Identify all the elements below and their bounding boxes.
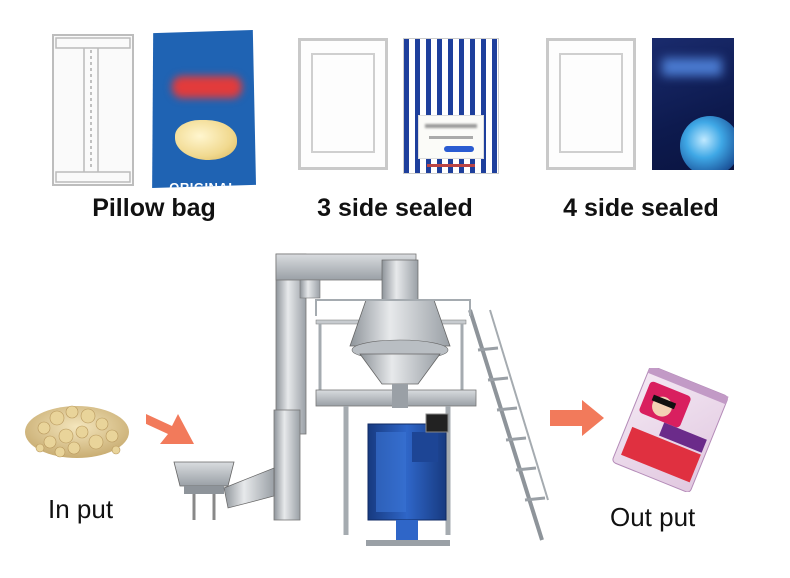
four-side-sealed-sample	[652, 38, 734, 170]
bag-type-label-three-side: 3 side sealed	[317, 194, 473, 222]
bag-type-label-pillow: Pillow bag	[92, 194, 216, 222]
pillow-bag-sample-text: ORIGINAL	[169, 180, 237, 188]
pillow-bag-outline	[52, 34, 134, 186]
three-side-sealed-sample	[403, 38, 499, 174]
bag-type-label-four-side: 4 side sealed	[563, 194, 719, 222]
pillow-bag-sample: ORIGINAL	[152, 30, 256, 188]
chips-image	[175, 120, 237, 160]
input-label: In put	[48, 494, 114, 524]
three-side-sealed-outline	[298, 38, 388, 170]
arrow-right-icon	[146, 414, 194, 444]
output-product-bag	[612, 368, 729, 492]
four-side-sealed-outline	[546, 38, 636, 170]
output-label: Out put	[610, 502, 696, 532]
brand-logo-blurred	[172, 76, 242, 98]
input-product-image	[25, 405, 129, 458]
arrow-right-out-icon	[550, 400, 604, 436]
packing-machine-image	[173, 253, 549, 546]
